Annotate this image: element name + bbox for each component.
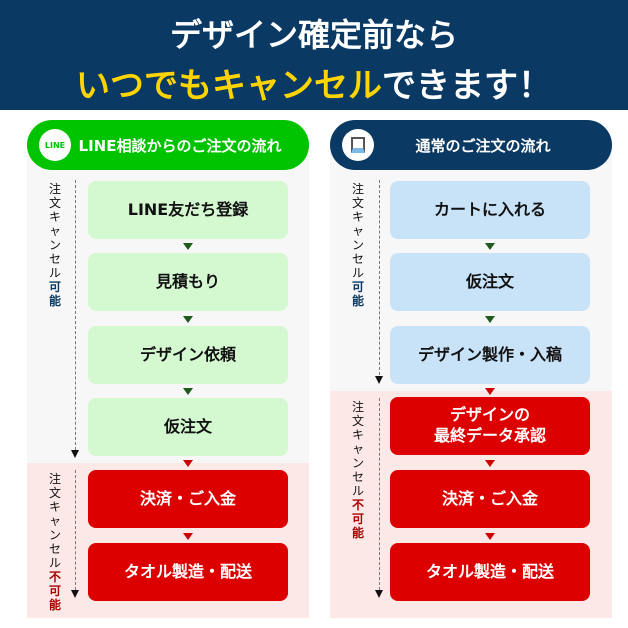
arrow-icon bbox=[485, 460, 495, 467]
cancel-ng-label: 注文キャンセル不可能 bbox=[351, 400, 364, 540]
cancel-ok-label: 注文キャンセル可能 bbox=[48, 182, 61, 308]
cancel-ok-line bbox=[75, 180, 76, 450]
step-box: タオル製造・配送 bbox=[88, 543, 288, 601]
arrow-down-icon bbox=[71, 590, 79, 598]
header-rest: できます！ bbox=[382, 66, 552, 106]
step-box: デザイン製作・入稿 bbox=[390, 326, 590, 384]
arrow-down-icon bbox=[71, 450, 79, 458]
cancel-ok-label: 注文キャンセル可能 bbox=[351, 182, 364, 308]
arrow-icon bbox=[485, 243, 495, 250]
arrow-icon bbox=[485, 388, 495, 395]
header-line1: デザイン確定前なら bbox=[169, 16, 458, 54]
book-icon bbox=[342, 129, 374, 161]
line-flow-header: LINE LINE相談からのご注文の流れ bbox=[27, 120, 309, 170]
arrow-icon bbox=[485, 533, 495, 540]
line-flow-title: LINE相談からのご注文の流れ bbox=[78, 136, 282, 155]
normal-flow-title: 通常のご注文の流れ bbox=[415, 136, 551, 155]
arrow-icon bbox=[183, 316, 193, 323]
step-box: 仮注文 bbox=[390, 253, 590, 311]
step-box: 決済・ご入金 bbox=[390, 470, 590, 528]
step-box: 決済・ご入金 bbox=[88, 470, 288, 528]
normal-flow-panel: 通常のご注文の流れ 注文キャンセル可能 注文キャンセル不可能 カートに入れる 仮… bbox=[330, 120, 612, 618]
step-box: 見積もり bbox=[88, 253, 288, 311]
header-banner: デザイン確定前なら いつでもキャンセルできます！ bbox=[0, 0, 628, 110]
step-box: LINE友だち登録 bbox=[88, 181, 288, 239]
step-box: デザイン依頼 bbox=[88, 326, 288, 384]
cancel-ng-line bbox=[75, 470, 76, 590]
arrow-icon bbox=[183, 533, 193, 540]
arrow-icon bbox=[183, 388, 193, 395]
header-line2: いつでもキャンセルできます！ bbox=[0, 58, 628, 107]
line-icon: LINE bbox=[39, 129, 71, 161]
cancel-ng-label: 注文キャンセル不可能 bbox=[48, 472, 61, 612]
cancel-ok-line bbox=[379, 180, 380, 375]
header-highlight: いつでもキャンセル bbox=[76, 66, 382, 106]
arrow-icon bbox=[183, 460, 193, 467]
arrow-down-icon bbox=[375, 376, 383, 384]
cancel-ng-line bbox=[379, 398, 380, 590]
normal-flow-header: 通常のご注文の流れ bbox=[330, 120, 612, 170]
step-box: 仮注文 bbox=[88, 398, 288, 456]
arrow-icon bbox=[485, 316, 495, 323]
arrow-icon bbox=[183, 243, 193, 250]
line-flow-panel: LINE LINE相談からのご注文の流れ 注文キャンセル可能 注文キャンセル不可… bbox=[27, 120, 309, 618]
step-box: カートに入れる bbox=[390, 181, 590, 239]
step-box: タオル製造・配送 bbox=[390, 543, 590, 601]
step-box: デザインの 最終データ承認 bbox=[390, 397, 590, 455]
arrow-down-icon bbox=[375, 590, 383, 598]
